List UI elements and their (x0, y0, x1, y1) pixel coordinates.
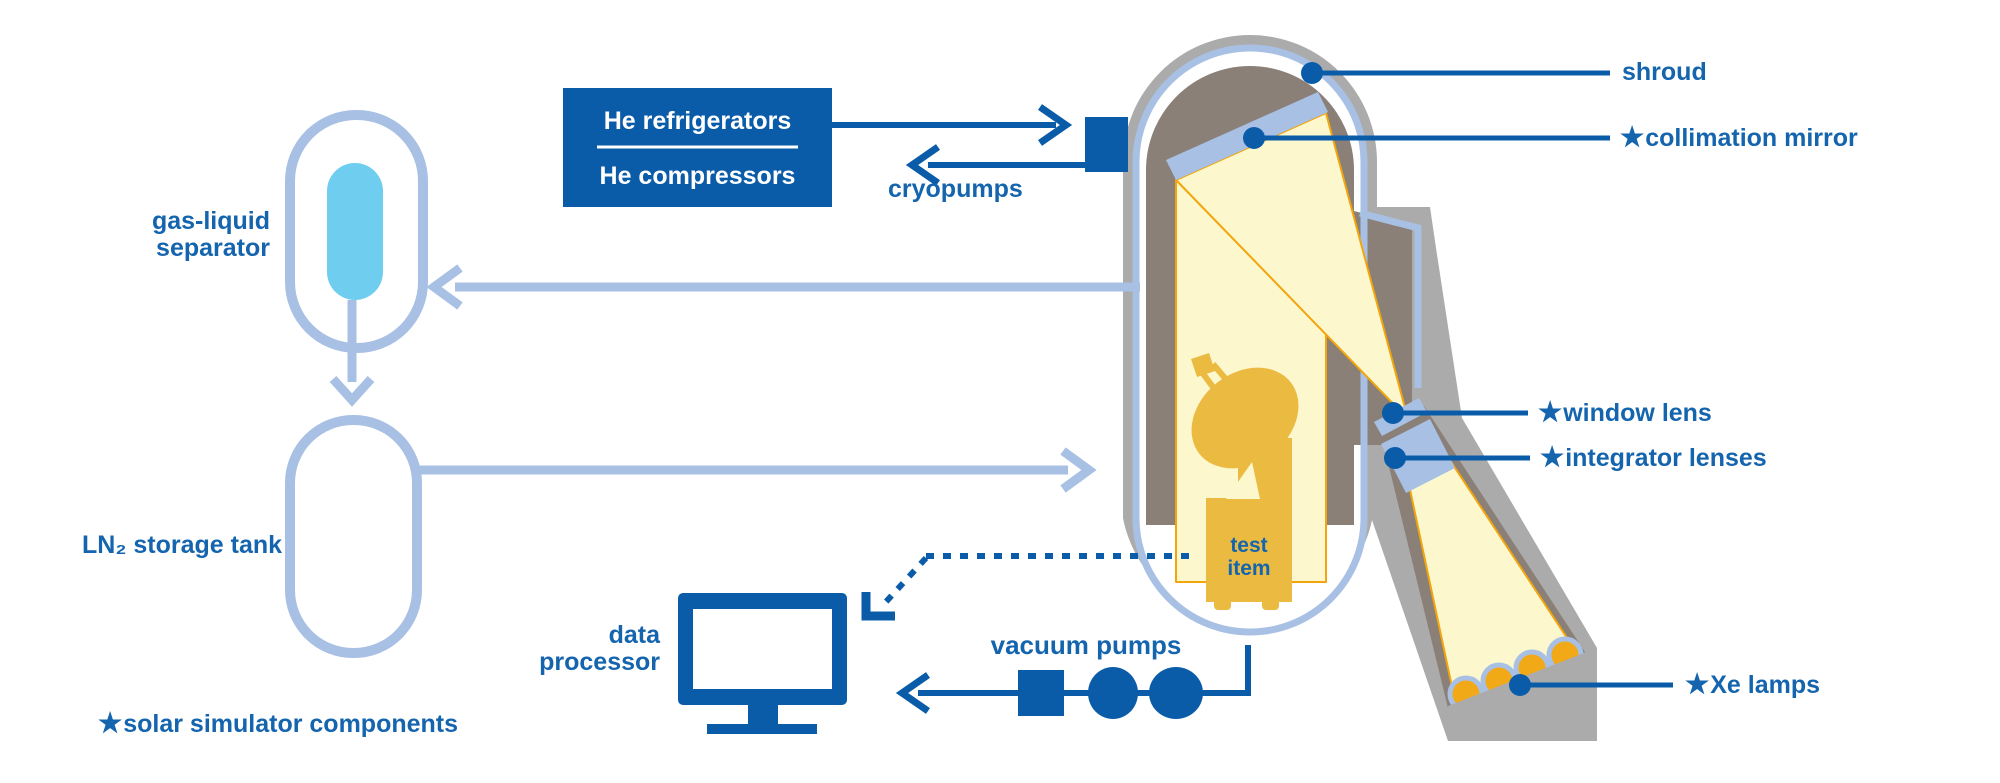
dotted-data-line (881, 555, 929, 607)
leader-dot (1243, 127, 1265, 149)
cryopumps-label: cryopumps (888, 176, 1023, 203)
ln2-storage-tank-vessel (285, 415, 422, 658)
leader-dot (1382, 402, 1404, 424)
monitor-stand (748, 705, 778, 725)
data-processor-label: data processor (460, 622, 660, 676)
gas-liquid-separator-vessel (285, 110, 428, 353)
star-icon: ★ (1620, 122, 1646, 152)
star-icon: ★ (1540, 442, 1566, 472)
star-icon: ★ (1685, 669, 1711, 699)
label-line: gas-liquid (151, 207, 270, 235)
pump-icon (1149, 667, 1203, 719)
right-arrowhead-icon (1038, 104, 1073, 146)
he-refrigerators-label: He refrigerators (563, 108, 832, 135)
separator-liquid (327, 163, 383, 300)
star-icon: ★ (98, 708, 124, 738)
helium-loop (563, 88, 1128, 207)
label-line: window lens (1563, 399, 1712, 427)
he-compressors-label: He compressors (563, 163, 832, 190)
label-line: shroud (1622, 58, 1707, 86)
data-link (861, 553, 1197, 621)
label-line: He refrigerators (603, 107, 792, 135)
monitor-base (707, 724, 817, 734)
label-line: separator (156, 234, 270, 262)
dish-feed (1191, 353, 1215, 377)
label-line: test (1230, 534, 1268, 557)
window-lens-label: ★window lens (1538, 399, 1712, 427)
solar-simulator-legend: ★solar simulator components (98, 710, 458, 738)
cryopump-block (1085, 117, 1128, 172)
test-item-icon (1191, 353, 1299, 610)
monitor-icon (678, 593, 847, 734)
right-arrowhead-icon (1060, 447, 1097, 493)
leader-dot (1509, 674, 1531, 696)
callout-leaders (1243, 62, 1673, 696)
test-item-label: test item (1206, 534, 1292, 580)
label-line: cryopumps (888, 175, 1023, 203)
gas-liquid-separator-label: gas-liquid separator (90, 208, 270, 262)
label-line: solar simulator components (123, 710, 459, 738)
ln2-loop (285, 110, 1140, 658)
label-line: Xe lamps (1710, 671, 1820, 699)
pump-icon (1018, 670, 1064, 716)
chamber-lining (1132, 44, 1368, 636)
left-arrowhead-icon (426, 264, 463, 310)
shroud-label: shroud (1622, 59, 1707, 86)
label-line: He compressors (599, 162, 796, 190)
star-icon: ★ (1538, 397, 1564, 427)
label-line: collimation mirror (1645, 124, 1858, 152)
label-line: integrator lenses (1565, 444, 1767, 472)
label-line: data (608, 621, 660, 649)
label-line: item (1227, 557, 1271, 580)
label-line: LN₂ storage tank (82, 531, 283, 559)
integrator-lenses-label: ★integrator lenses (1540, 444, 1767, 472)
bulge-lining (1359, 209, 1422, 388)
vacuum-pump-line (895, 645, 1251, 719)
monitor-screen (693, 609, 832, 689)
dish-notch (1226, 462, 1260, 499)
leader-dot (1301, 62, 1323, 84)
leader-dot (1384, 447, 1406, 469)
left-arrowhead-icon (895, 672, 930, 714)
label-line: vacuum pumps (990, 630, 1182, 660)
test-item-pedestal (1206, 498, 1292, 602)
ln2-storage-tank-label: LN₂ storage tank (82, 532, 282, 559)
collimation-mirror-label: ★collimation mirror (1620, 124, 1858, 152)
down-arrowhead-icon (329, 375, 375, 407)
corner-arrow-icon (861, 592, 895, 621)
label-line: processor (539, 648, 660, 676)
dish-reflector (1191, 367, 1299, 469)
pump-icon (1088, 667, 1138, 719)
vacuum-pumps-label: vacuum pumps (986, 632, 1186, 659)
xe-lamps-label: ★Xe lamps (1685, 671, 1820, 699)
left-arrowhead-icon (905, 144, 940, 186)
